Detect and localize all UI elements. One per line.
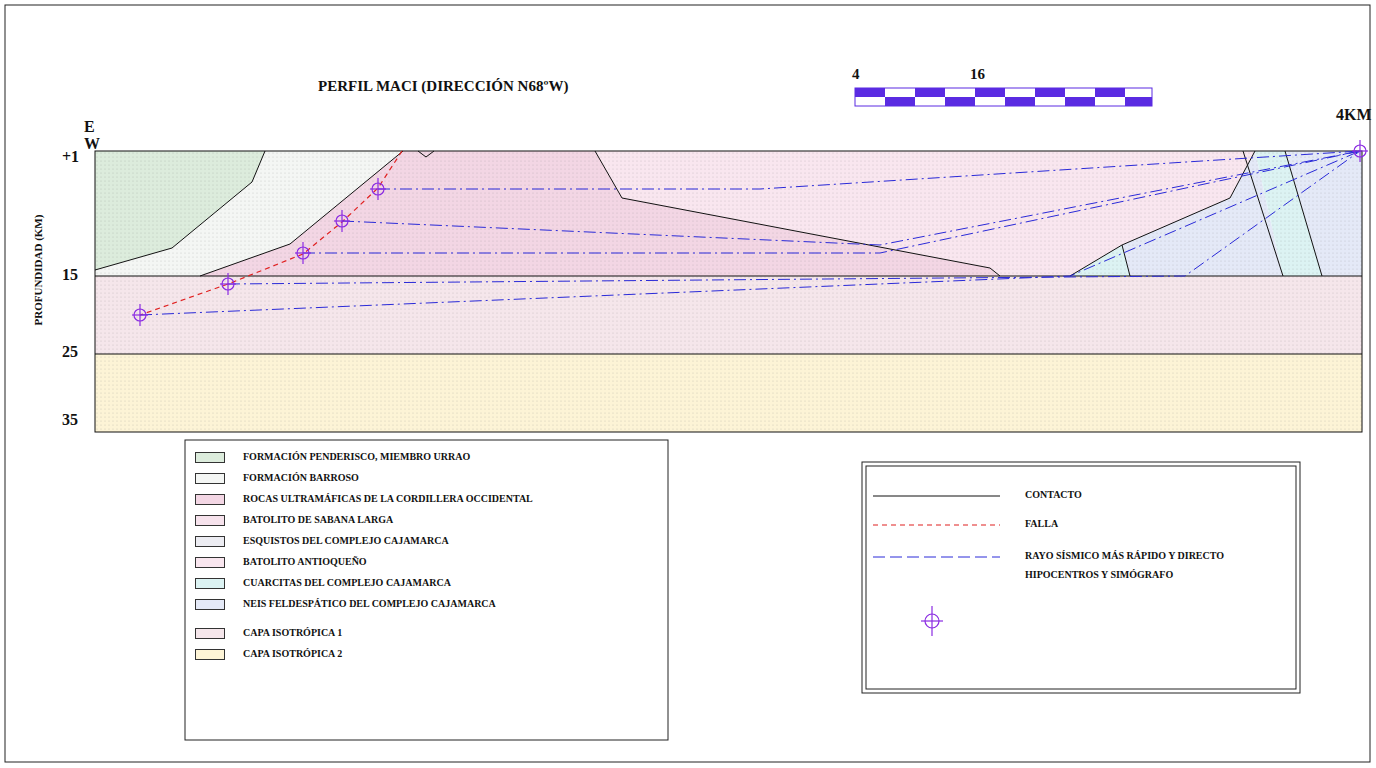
legend-text: CAPA ISOTRÓPICA 1: [243, 627, 342, 638]
axis-title: PROFUNDIDAD (KM): [32, 215, 44, 326]
direction-letter: W: [84, 135, 100, 153]
legend-frame: [862, 462, 1300, 693]
legend-text: RAYO SÍSMICO MÁS RÁPIDO Y DIRECTO: [1025, 550, 1224, 561]
legend-text: FALLA: [1025, 518, 1058, 529]
legend-text: FORMACIÓN PENDERISCO, MIEMBRO URRAO: [243, 451, 470, 462]
contacts: [95, 151, 1362, 432]
legend-text: HIPOCENTROS Y SIMÓGRAFO: [1025, 569, 1173, 580]
diagram-title: PERFIL MACI (DIRECCIÓN N68ºW): [318, 78, 568, 95]
legend-swatch: [195, 557, 225, 568]
legend-frame: [866, 466, 1296, 689]
legend-text: BATOLITO DE SABANA LARGA: [243, 514, 393, 525]
scale-bar: [855, 88, 1152, 106]
page-frame: [5, 5, 1370, 762]
legend-swatch: [195, 578, 225, 589]
legend-text: CUARCITAS DEL COMPLEJO CAJAMARCA: [243, 577, 451, 588]
seismic-rays: [140, 151, 1360, 315]
legend-swatch: [195, 599, 225, 610]
legend-frame: [185, 440, 668, 740]
fault-line: [140, 151, 402, 315]
scale-number: 16: [970, 66, 985, 83]
legend-text: FORMACIÓN BARROSO: [243, 472, 359, 483]
legend-swatch: [195, 536, 225, 547]
depth-tick: 35: [62, 411, 78, 429]
legend-swatch: [195, 515, 225, 526]
hypocenter-symbols: [132, 140, 1368, 326]
depth-tick: 15: [62, 266, 78, 284]
depth-tick: 25: [62, 343, 78, 361]
depth-tick: +1: [62, 148, 79, 166]
legend-text: NEIS FELDESPÁTICO DEL COMPLEJO CAJAMARCA: [243, 598, 496, 609]
legend-text: BATOLITO ANTIOQUEÑO: [243, 556, 367, 567]
legend-text: ROCAS ULTRAMÁFICAS DE LA CORDILLERA OCCI…: [243, 493, 533, 504]
legend-text: ESQUISTOS DEL COMPLEJO CAJAMARCA: [243, 535, 449, 546]
legend-samples: [873, 496, 1000, 636]
legend-swatch: [195, 473, 225, 484]
legend-swatch: [195, 452, 225, 463]
legend-text: CAPA ISOTRÓPICA 2: [243, 648, 342, 659]
legend-swatch: [195, 494, 225, 505]
geologic-units: [95, 151, 1362, 432]
legend-text: CONTACTO: [1025, 489, 1082, 500]
legend-swatch: [195, 628, 225, 639]
direction-letter: E: [84, 118, 95, 136]
legend-swatch: [195, 649, 225, 660]
distance-label: 4KM: [1336, 106, 1372, 124]
scale-number: 4: [852, 66, 860, 83]
